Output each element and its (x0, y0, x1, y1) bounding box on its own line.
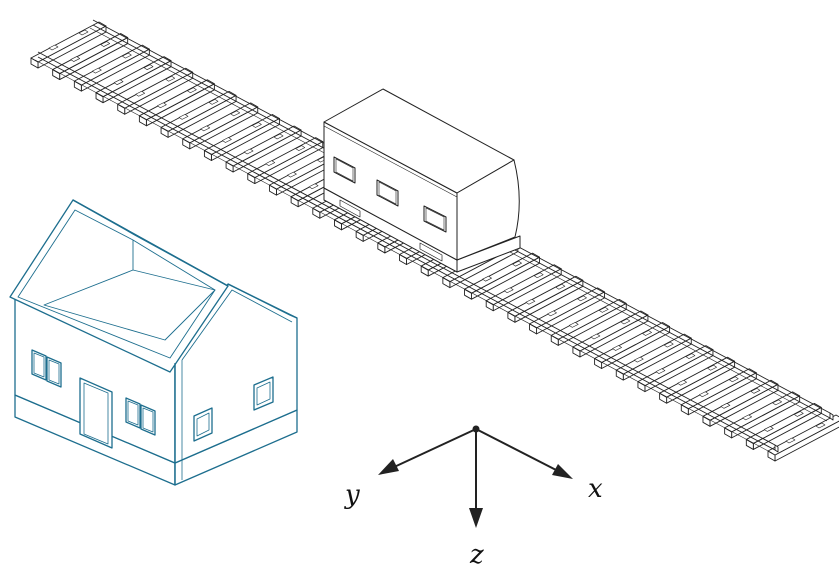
house-gable-eave (227, 283, 298, 319)
rail-fastener (187, 87, 197, 94)
rail-fastener (157, 102, 167, 109)
wagon-window-1-inner (335, 158, 354, 182)
house-roof-back (72, 199, 229, 287)
house-front-windows (31, 349, 156, 436)
rail-b-inner (37, 56, 776, 451)
rail-fastener (590, 333, 601, 340)
rail-fastener (113, 79, 124, 85)
rail-fastener (720, 403, 731, 409)
track-sleepers (30, 21, 839, 462)
house-roof-plane (43, 269, 216, 341)
wagon-bogie-rear (419, 242, 443, 262)
rail-fastener (308, 183, 319, 190)
y-axis-arrowhead (378, 459, 399, 475)
wagon-window-3-inner (425, 207, 445, 231)
z-axis-arrowhead (469, 508, 483, 528)
x-axis-line (475, 428, 561, 473)
rail-fastener (92, 67, 102, 74)
rail-fastener (772, 399, 782, 406)
rail-fastener (295, 145, 306, 151)
rail-fastener (620, 318, 631, 325)
rail-fastener (815, 422, 826, 429)
rail-fastener (577, 295, 587, 302)
house-gable-eave-inner (181, 289, 293, 361)
x-axis-arrowhead (552, 464, 573, 479)
rail-fastener (222, 137, 232, 143)
rail-b-end-cap (774, 444, 779, 453)
rail-fastener (200, 125, 211, 132)
rail-fastener (677, 379, 687, 386)
rail-fastener (482, 275, 492, 282)
rail-fastener (612, 345, 622, 351)
rail-fastener (135, 90, 146, 97)
rail-fastener (243, 148, 254, 155)
rail-fastener (655, 368, 666, 374)
rail-fastener (794, 411, 804, 417)
rail-fastener (287, 171, 297, 178)
rail-fastener (265, 160, 276, 166)
rail-fastener (208, 99, 219, 105)
house-window-4-inner (142, 407, 154, 433)
rail-fastener (698, 391, 709, 398)
rail-fastener (48, 44, 59, 51)
rail-fastener (568, 322, 579, 328)
wagon-window-2-inner (378, 181, 397, 205)
rail-b-foot (34, 59, 773, 454)
rail-b-outer (37, 51, 776, 446)
wagon-chassis-end (456, 235, 521, 273)
rail-fastener (642, 330, 652, 336)
rail-fastener (165, 75, 176, 82)
railway-track (30, 19, 839, 462)
rail-fastener (122, 52, 132, 59)
rail-fastener (555, 283, 566, 290)
rail-fastener (230, 110, 241, 117)
house-window-1-inner (33, 352, 45, 378)
house-door-inner (83, 382, 109, 445)
coordinate-axes (378, 425, 573, 528)
house-gable-window-2-inner (256, 381, 271, 406)
wagon-bogie-front (339, 199, 361, 218)
wagon-windows (333, 156, 447, 233)
z-axis-label: z (469, 540, 484, 570)
rail-fastener (785, 437, 796, 444)
rail-fastener (533, 272, 544, 279)
rail-fastener (512, 260, 522, 267)
rail-a-end-cap (829, 412, 834, 421)
rail-fastener (764, 426, 774, 432)
rail-fastener (273, 133, 284, 140)
house (9, 199, 298, 486)
rail-fastener (707, 364, 717, 371)
house-window-3-inner (127, 400, 139, 426)
rail-fastener (633, 356, 644, 363)
house-window-2-inner (48, 359, 60, 385)
house-gable-window-1-inner (196, 412, 210, 437)
wagon-roof-edge (323, 125, 458, 198)
rail-fastener (178, 114, 189, 120)
y-axis-label: y (344, 480, 360, 510)
wagon-end (456, 159, 520, 261)
rail-fastener (598, 307, 609, 313)
rail-fastener (100, 41, 110, 47)
rail-fastener (728, 376, 739, 383)
rail-fastener (252, 122, 262, 128)
rail-fastener (547, 310, 557, 317)
rail-fastener (663, 341, 674, 348)
rail-fastener (78, 29, 89, 36)
rail-fastener (742, 414, 752, 421)
rail-fastener (685, 353, 696, 359)
rail-fastener (70, 56, 80, 62)
rail-fastener (503, 287, 514, 294)
rail-wagon (323, 88, 521, 273)
rail-fastener (750, 388, 761, 394)
rail-fastener (525, 298, 536, 305)
rail-fastener (143, 64, 154, 70)
y-axis-line (391, 428, 477, 469)
x-axis-label: x (588, 474, 603, 504)
